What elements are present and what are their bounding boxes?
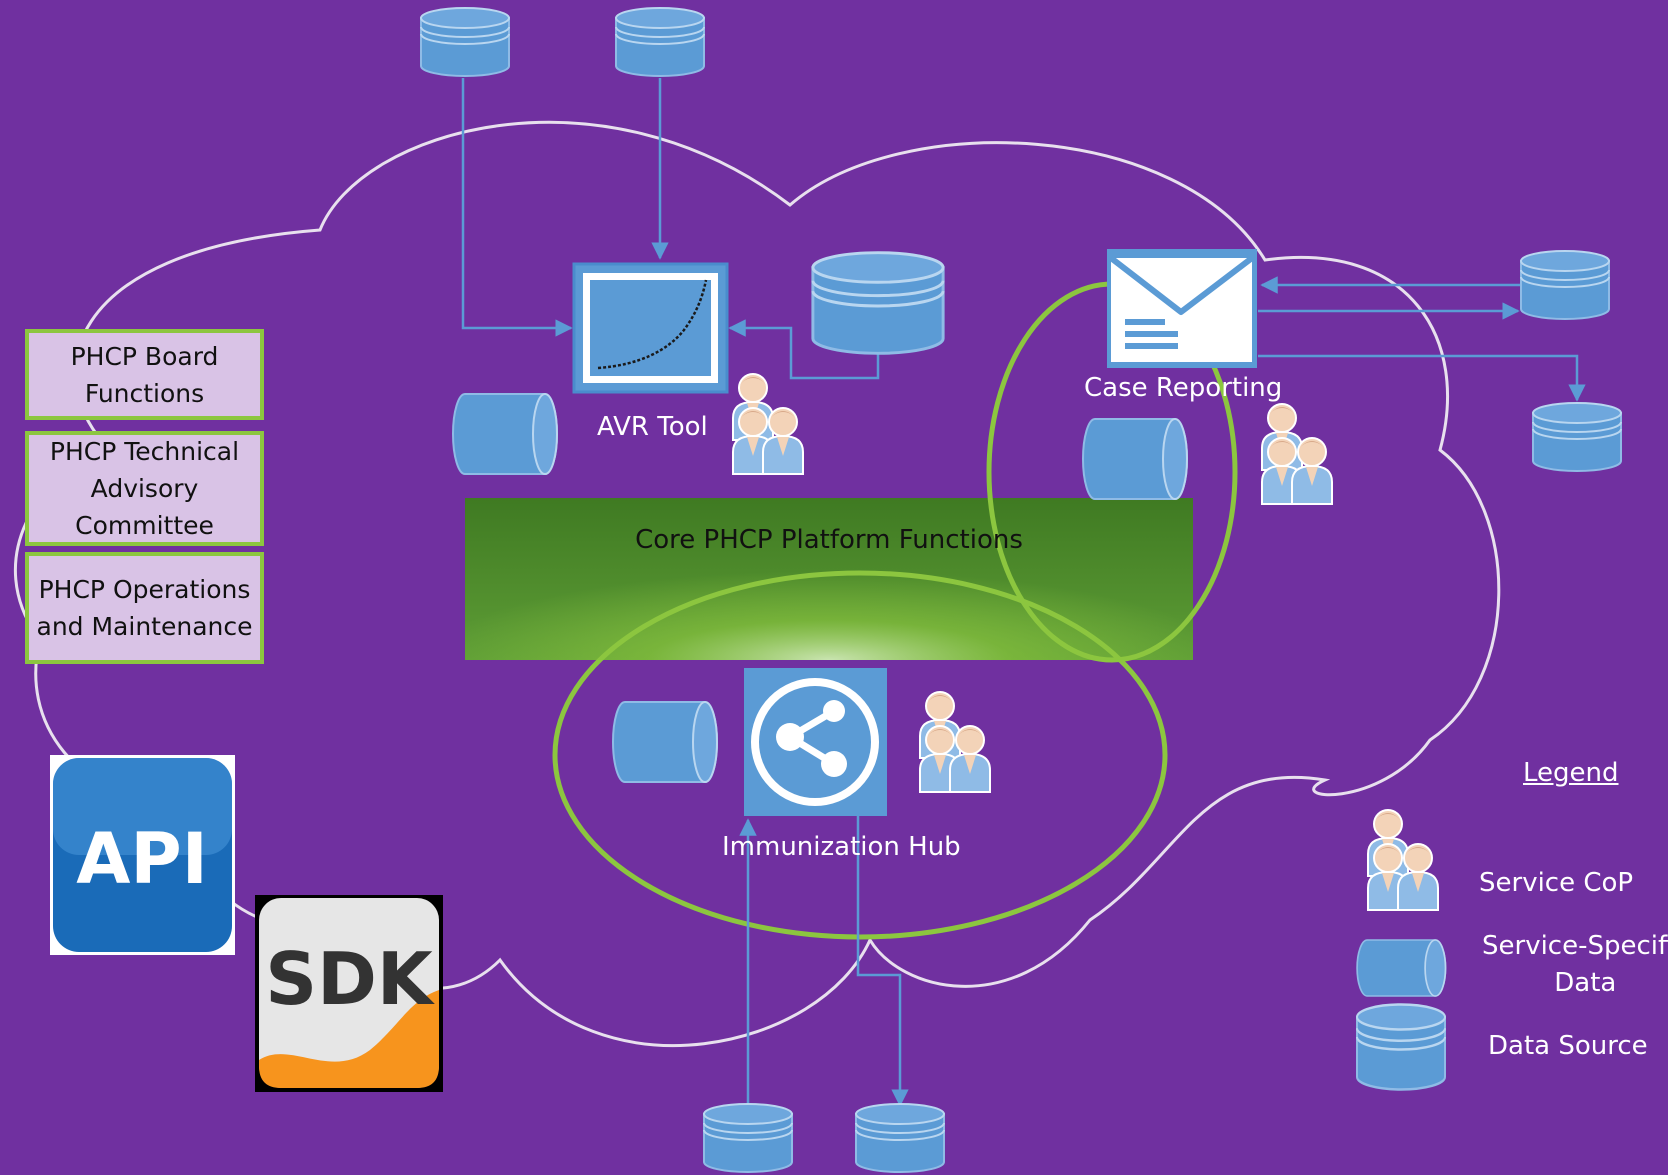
legend-service-data-line-2: Data — [1554, 968, 1617, 998]
avr-service-cop-people-icon — [733, 374, 803, 474]
data-source-db-bottom-right — [855, 1103, 945, 1173]
data-source-db-right-top — [1520, 250, 1610, 320]
gov-ops-line-1: PHCP Operations — [38, 575, 251, 604]
connectors — [461, 78, 1586, 1110]
core-platform-label: Core PHCP Platform Functions — [635, 525, 1023, 555]
gov-board-line-2: Functions — [84, 378, 205, 408]
gov-box-operations: PHCP Operations and Maintenance — [25, 552, 264, 664]
case-service-data-cylinder — [1082, 418, 1188, 500]
gov-box-board: PHCP Board Functions — [25, 329, 264, 420]
share-icon — [744, 668, 887, 816]
chart-icon — [572, 262, 729, 394]
case-service-cop-people-icon — [1262, 404, 1332, 504]
hub-scope-ellipse — [552, 570, 1168, 940]
data-source-db-bottom-left — [703, 1103, 793, 1173]
hub-service-cop-people-icon — [920, 692, 990, 792]
data-source-db-top-mid — [615, 7, 705, 77]
sdk-badge-icon: SDK — [255, 895, 443, 1092]
gov-tac-line-2: Advisory — [90, 474, 199, 503]
gov-box-technical-advisory: PHCP Technical Advisory Committee — [25, 431, 264, 546]
gov-tac-line-1: PHCP Technical — [49, 437, 240, 466]
api-badge-text: API — [76, 818, 208, 900]
legend-data-source-label: Data Source — [1488, 1031, 1648, 1061]
avr-service-data-cylinder — [452, 393, 558, 475]
data-source-db-large — [811, 251, 945, 355]
hub-service-data-cylinder — [612, 701, 718, 783]
legend-database-icon — [1355, 1003, 1447, 1091]
case-reporting-label: Case Reporting — [1084, 373, 1283, 403]
legend-service-data-line-1: Service-Specific — [1482, 931, 1668, 961]
immunization-hub-label: Immunization Hub — [722, 832, 961, 862]
gov-tac-line-3: Committee — [75, 511, 214, 540]
cloud-outline — [13, 120, 1501, 1048]
legend-people-icon — [1368, 810, 1438, 910]
legend-title: Legend — [1523, 758, 1619, 788]
legend-service-data-label: Service-Specific Data — [1482, 928, 1668, 1002]
data-source-db-right-bottom — [1532, 402, 1622, 472]
legend-cylinder-icon — [1356, 939, 1447, 997]
sdk-badge-text: SDK — [265, 937, 435, 1021]
api-badge-icon: API — [50, 755, 235, 955]
gov-ops-line-2: and Maintenance — [36, 612, 253, 641]
legend-service-cop-label: Service CoP — [1479, 868, 1634, 898]
avr-tool-label: AVR Tool — [597, 412, 708, 442]
envelope-icon — [1107, 249, 1257, 368]
gov-board-line-1: PHCP Board — [70, 341, 219, 371]
data-source-db-top-left — [420, 7, 510, 77]
